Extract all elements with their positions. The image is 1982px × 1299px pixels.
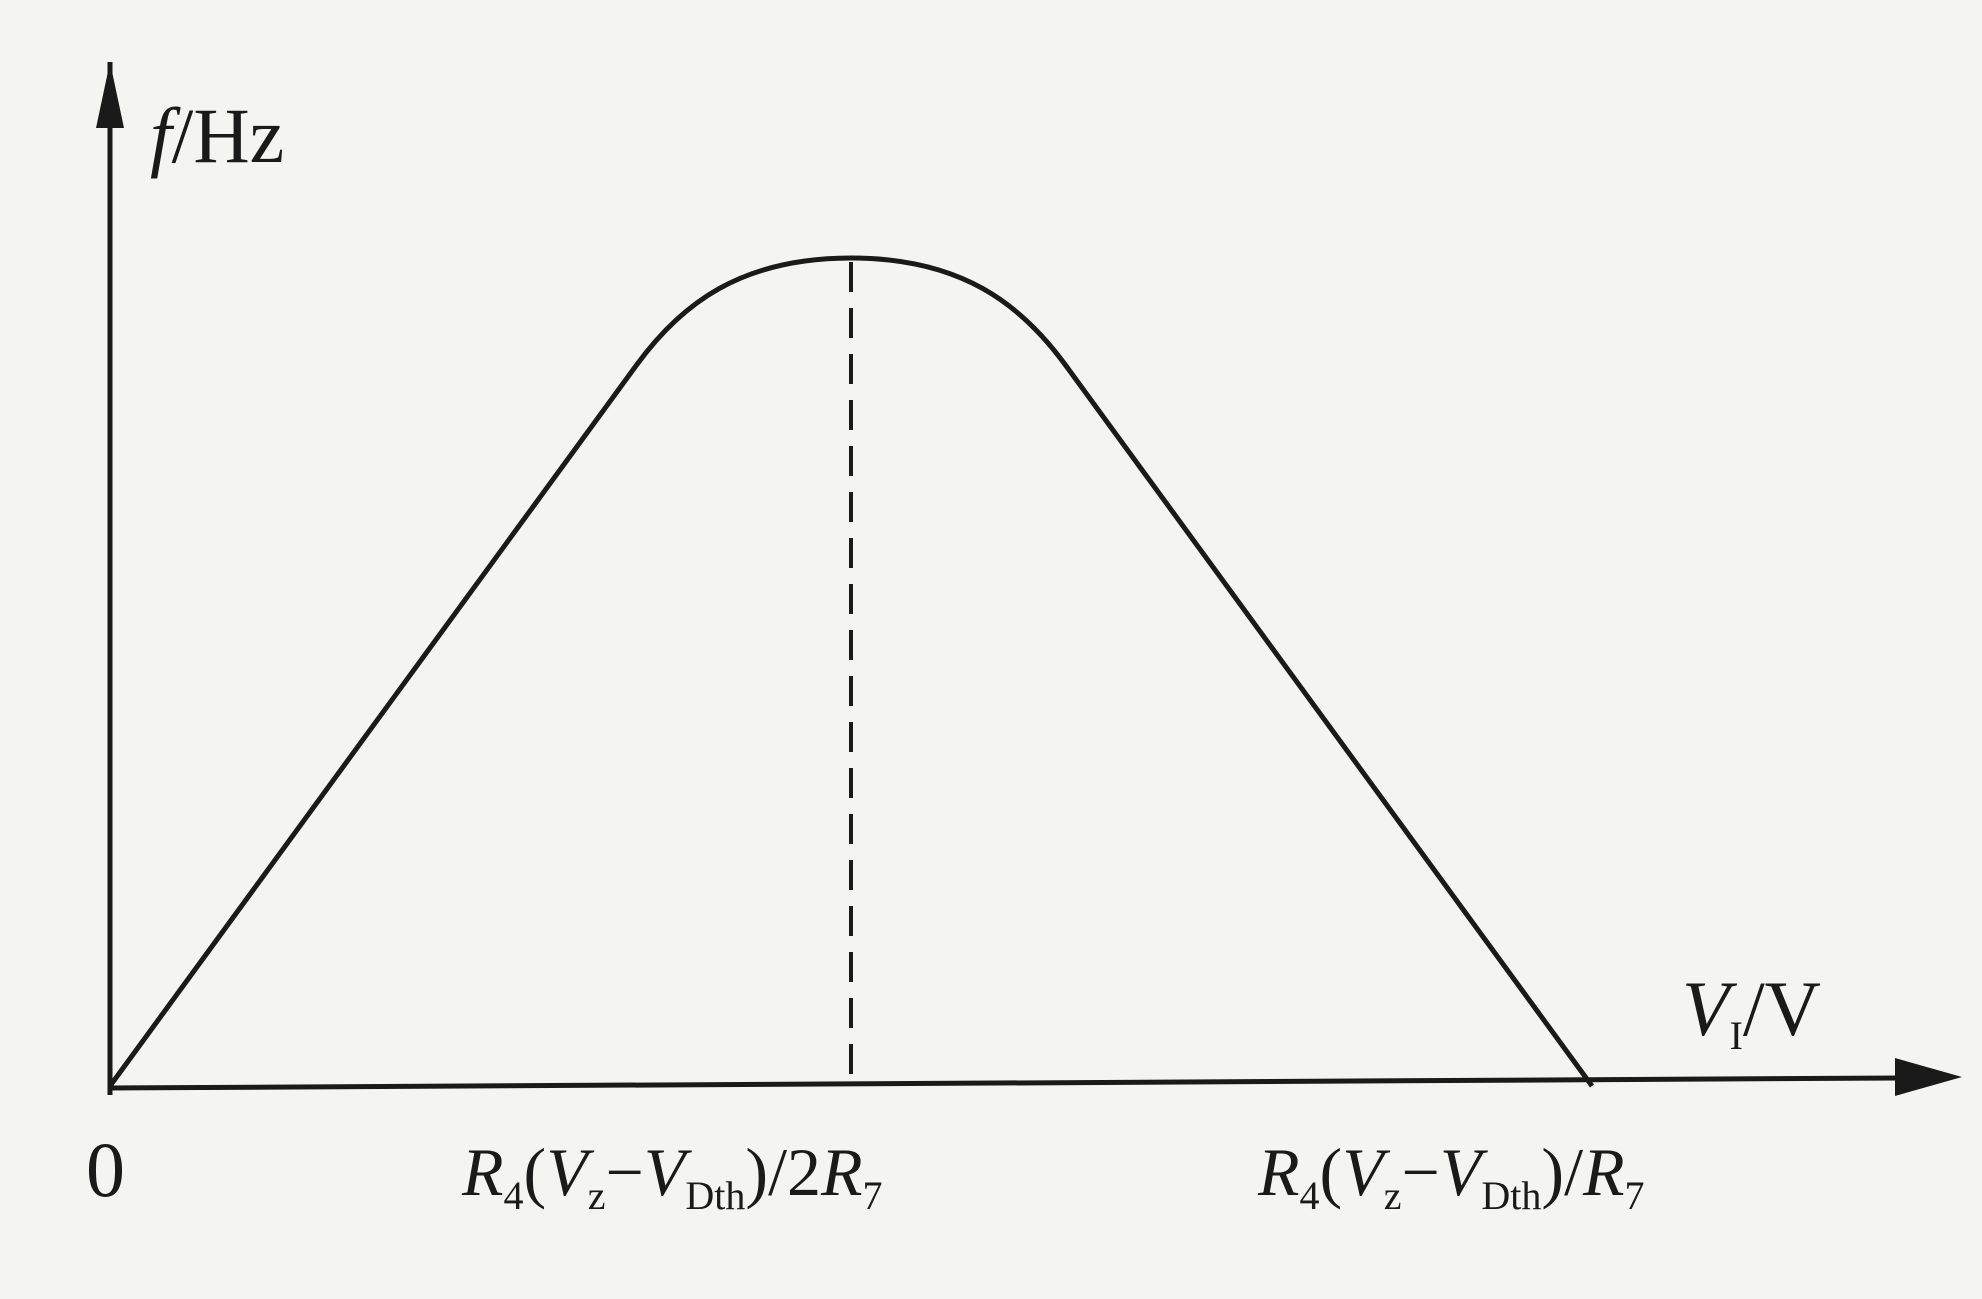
x-tick-0-part-5: − (606, 1134, 644, 1210)
x-axis-label: VI/V (1682, 965, 1821, 1058)
y-axis-unit: /Hz (172, 92, 285, 179)
x-axis-subscript: I (1730, 1013, 1743, 1058)
y-axis-label: f/Hz (150, 92, 284, 179)
x-tick-label-full: R4(Vz−VDth)/R7 (1257, 1134, 1645, 1218)
x-tick-label-half: R4(Vz−VDth)/2R7 (461, 1134, 883, 1218)
x-tick-1-part-6: V (1440, 1134, 1489, 1210)
x-tick-1-part-0: R (1257, 1134, 1300, 1210)
x-tick-1-part-10: 7 (1625, 1173, 1645, 1218)
x-axis-unit: /V (1743, 965, 1821, 1052)
x-axis-symbol: V (1682, 965, 1738, 1052)
x-tick-1-part-5: − (1402, 1134, 1440, 1210)
x-tick-0-part-4: z (588, 1173, 606, 1218)
x-tick-0-part-1: 4 (504, 1173, 524, 1218)
origin-label: 0 (86, 1126, 125, 1213)
y-axis-arrow (96, 62, 124, 128)
x-tick-0-part-9: R (820, 1134, 863, 1210)
frequency-curve (107, 255, 1595, 1088)
x-tick-1-part-8: )/ (1541, 1134, 1583, 1210)
x-tick-1-part-7: Dth (1481, 1173, 1541, 1218)
x-tick-1-part-3: V (1342, 1134, 1391, 1210)
x-tick-0-part-8: )/2 (745, 1134, 821, 1210)
x-tick-1-part-2: ( (1320, 1134, 1343, 1210)
x-tick-0-part-2: ( (524, 1134, 547, 1210)
x-tick-0-part-6: V (644, 1134, 693, 1210)
x-tick-0-part-10: 7 (863, 1173, 883, 1218)
x-axis (109, 1075, 1901, 1091)
x-tick-0-part-7: Dth (685, 1173, 745, 1218)
x-tick-1-part-9: R (1582, 1134, 1625, 1210)
x-tick-0-part-3: V (546, 1134, 595, 1210)
x-axis-arrow (1895, 1058, 1962, 1096)
x-tick-1-part-1: 4 (1300, 1173, 1320, 1218)
x-tick-1-part-4: z (1384, 1173, 1402, 1218)
x-tick-0-part-0: R (461, 1134, 504, 1210)
